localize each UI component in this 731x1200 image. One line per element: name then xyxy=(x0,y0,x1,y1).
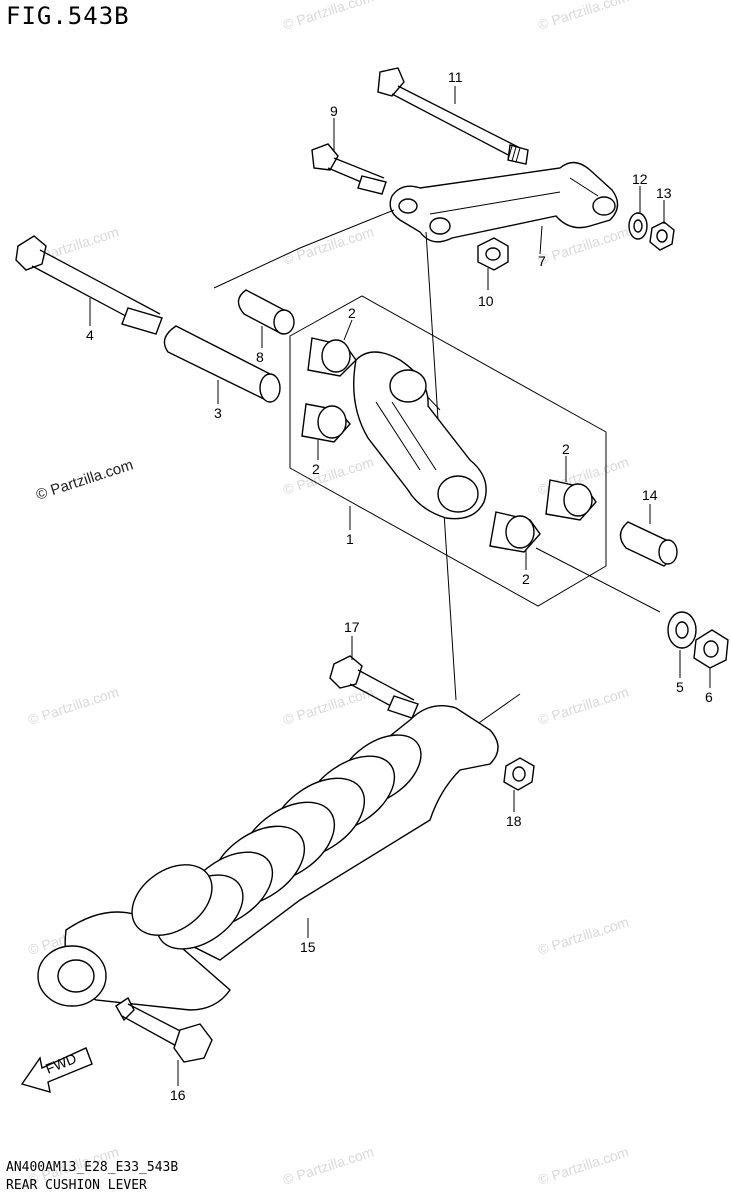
nut-6 xyxy=(693,629,729,669)
watermark-dark: © Partzilla.com xyxy=(34,456,135,503)
callout-5: 5 xyxy=(676,679,684,695)
spacer-14 xyxy=(619,521,678,567)
callout-3: 3 xyxy=(214,405,222,421)
figure-code: AN400AM13_E28_E33_543B xyxy=(6,1160,179,1175)
callout-1: 1 xyxy=(346,531,354,547)
cushion-lever-1 xyxy=(353,351,487,520)
callout-2: 2 xyxy=(312,461,320,477)
callout-7: 7 xyxy=(538,253,546,269)
watermark: © Partzilla.com xyxy=(26,683,121,727)
watermark: © Partzilla.com xyxy=(281,223,376,267)
callout-9: 9 xyxy=(330,103,338,119)
callout-13: 13 xyxy=(656,185,672,201)
bearing-2-b xyxy=(301,403,351,443)
watermark: © Partzilla.com xyxy=(281,453,376,497)
watermark: © Partzilla.com xyxy=(536,1143,631,1187)
link-rod-7 xyxy=(389,161,619,243)
callout-17: 17 xyxy=(344,619,360,635)
nut-13 xyxy=(649,221,675,251)
sleeve-8 xyxy=(237,289,295,335)
watermark: © Partzilla.com xyxy=(536,0,631,33)
callout-10: 10 xyxy=(478,293,494,309)
sleeve-3 xyxy=(163,325,281,403)
callout-2: 2 xyxy=(562,441,570,457)
callout-12: 12 xyxy=(632,171,648,187)
callout-18: 18 xyxy=(506,813,522,829)
washer-12 xyxy=(628,212,648,240)
watermark: © Partzilla.com xyxy=(536,913,631,957)
callout-15: 15 xyxy=(300,939,316,955)
callout-leaders xyxy=(89,86,711,1086)
callout-labels: 11 9 12 13 7 10 4 8 3 2 2 2 2 1 14 5 6 1… xyxy=(86,69,713,1103)
bolt-4 xyxy=(15,235,163,335)
fwd-arrow: FWD xyxy=(20,1047,93,1093)
bolt-9 xyxy=(311,143,387,195)
watermark: © Partzilla.com xyxy=(536,683,631,727)
bearing-2-a xyxy=(307,337,357,377)
bolt-11 xyxy=(377,67,529,165)
bolt-17 xyxy=(329,655,419,719)
watermark: © Partzilla.com xyxy=(281,0,376,33)
lever-group-box xyxy=(289,295,607,607)
figure-title: FIG.543B xyxy=(6,2,130,30)
callout-4: 4 xyxy=(86,327,94,343)
callout-6: 6 xyxy=(705,689,713,705)
watermark: © Partzilla.com xyxy=(536,223,631,267)
bearing-2-c xyxy=(545,479,597,521)
callout-8: 8 xyxy=(256,349,264,365)
callout-2: 2 xyxy=(348,305,356,321)
callout-16: 16 xyxy=(170,1087,186,1103)
bolt-16 xyxy=(115,996,213,1063)
callout-2: 2 xyxy=(522,571,530,587)
callout-14: 14 xyxy=(642,487,658,503)
watermark: © Partzilla.com xyxy=(281,1143,376,1187)
bearing-2-d xyxy=(489,511,541,553)
washer-5 xyxy=(667,611,697,649)
nut-18 xyxy=(503,757,535,791)
figure-name: REAR CUSHION LEVER xyxy=(6,1178,147,1193)
callout-11: 11 xyxy=(448,69,463,85)
shock-absorber-15 xyxy=(37,705,499,1011)
nut-10 xyxy=(477,237,509,271)
